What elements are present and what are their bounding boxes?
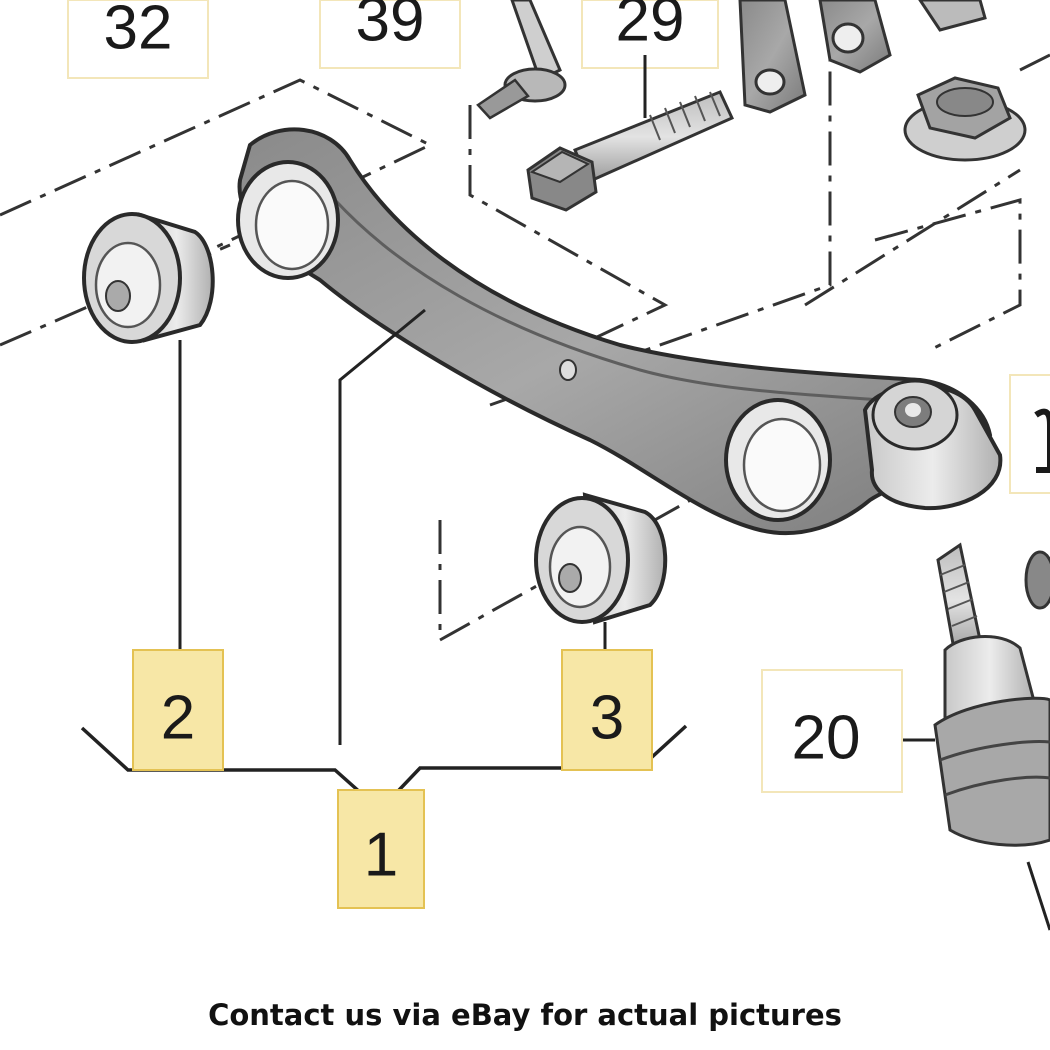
svg-text:32: 32 [104, 0, 173, 63]
control-arm [236, 127, 993, 536]
ball-joint-housing [862, 379, 1003, 511]
link-bracket [738, 0, 987, 114]
bushing-right [534, 492, 668, 625]
svg-text:1: 1 [364, 821, 398, 890]
callout-1: 1 [337, 789, 425, 909]
callout-39: 39 [319, 0, 461, 69]
leader-lines [178, 308, 1050, 931]
svg-text:29: 29 [616, 0, 685, 55]
svg-text:39: 39 [356, 0, 425, 55]
callout-partial-right [1009, 374, 1050, 494]
svg-text:2: 2 [161, 684, 195, 753]
callout-29: 29 [581, 0, 719, 69]
svg-text:20: 20 [792, 704, 861, 773]
svg-text:3: 3 [590, 684, 624, 753]
flange-nut [903, 76, 1027, 162]
callout-2: 2 [132, 649, 224, 771]
callout-20: 20 [761, 669, 903, 793]
callout-3: 3 [561, 649, 653, 771]
stud [476, 0, 567, 120]
bushing-left [82, 212, 215, 344]
ball-joint [933, 542, 1050, 847]
contact-caption: Contact us via eBay for actual pictures [208, 998, 842, 1032]
bolt [526, 55, 734, 212]
callout-32: 32 [67, 0, 209, 79]
